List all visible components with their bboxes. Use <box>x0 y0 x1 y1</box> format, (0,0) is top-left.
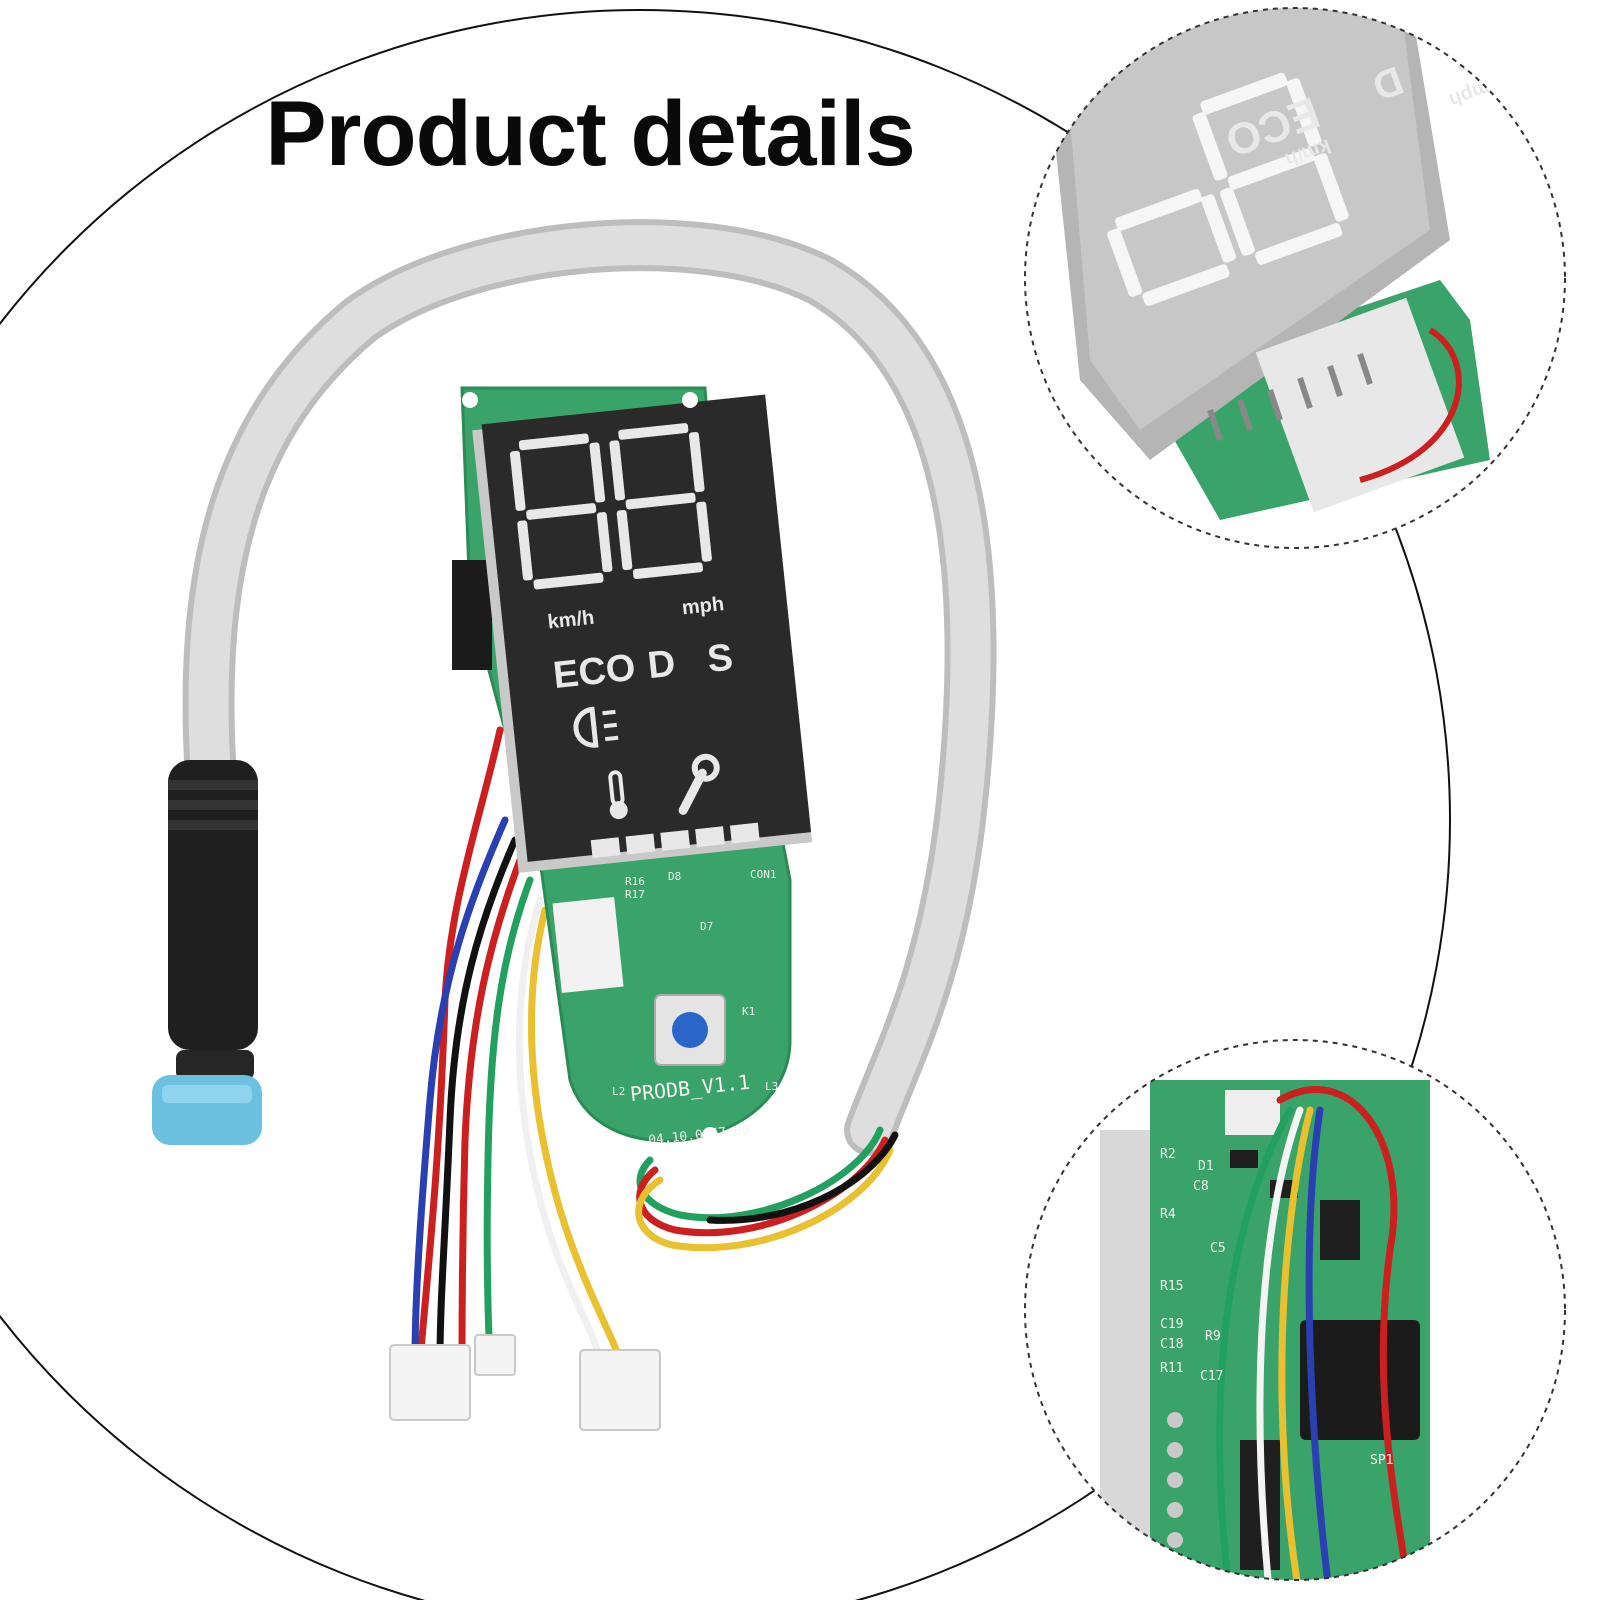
buzzer-sp1 <box>1300 1320 1420 1440</box>
zoom-silk-c19: C19 <box>1160 1317 1183 1332</box>
battery-bar <box>660 829 691 851</box>
zoom-circle-bottom <box>1024 1039 1566 1581</box>
dashboard-board: km/h mph ECO D S <box>152 219 997 1431</box>
battery-bar <box>590 837 621 859</box>
wrench-icon <box>678 753 720 815</box>
wire-bundle-left <box>411 726 624 1364</box>
mode-s-label: S <box>705 636 735 680</box>
main-circle <box>0 9 1451 1600</box>
silk-d7: D7 <box>700 920 713 933</box>
zoom-silk-r4: R4 <box>1160 1207 1176 1222</box>
silk-d8: D8 <box>668 870 681 883</box>
zoom-silk-sp1: SP1 <box>1370 1453 1393 1468</box>
wire-bundle-right <box>635 1126 899 1252</box>
lcd-module <box>472 394 813 873</box>
battery-bar <box>625 833 656 855</box>
zoom-silk-r9: R9 <box>1205 1329 1221 1344</box>
waterproof-connector <box>152 760 262 1145</box>
zoom-silk-r2: R2 <box>1160 1147 1176 1162</box>
zoom-silk-c17: C17 <box>1200 1369 1223 1384</box>
silk-k1: K1 <box>742 1005 755 1018</box>
battery-bar <box>695 826 725 848</box>
tactile-button <box>654 994 726 1066</box>
mode-d-label: D <box>646 643 678 688</box>
battery-bars <box>590 822 760 859</box>
speed-digits: km/h mph ECO D S <box>509 423 760 859</box>
mount-hole <box>462 392 478 408</box>
mode-eco-label: ECO <box>551 647 637 697</box>
zoom-silk-c8: C8 <box>1193 1179 1209 1194</box>
zoom-silk-c5: C5 <box>1210 1241 1226 1256</box>
mount-hole <box>682 392 698 408</box>
zoom-silk-r11: R11 <box>1160 1361 1183 1376</box>
zoom-lcd-detail: ECO D S km/h mph <box>1025 8 1565 548</box>
blue-button-cap <box>672 1012 708 1048</box>
zoom-silk-r15: R15 <box>1160 1279 1183 1294</box>
silk-r17: R17 <box>625 888 645 901</box>
mount-hole <box>702 1127 718 1143</box>
zoom-silk-c18: C18 <box>1160 1337 1183 1352</box>
silk-r16: R16 <box>625 875 645 888</box>
silk-l3: L3 <box>765 1080 778 1093</box>
unit-kmh-label: km/h <box>547 607 596 634</box>
zoom-circle-top <box>1024 7 1566 549</box>
zoom-pcb-detail: R2 C8 D1 R4 C5 R15 C19 C18 R9 R11 C17 SP… <box>1025 1040 1565 1580</box>
silk-l2: L2 <box>612 1085 625 1098</box>
jst-connectors <box>389 1334 661 1431</box>
side-component <box>452 560 492 670</box>
white-sticker <box>552 897 624 993</box>
battery-bar <box>729 822 760 844</box>
zoom-silk-d1: D1 <box>1198 1159 1214 1174</box>
thermometer-icon <box>608 770 628 820</box>
grey-cable <box>188 225 991 1150</box>
page-title: Product details <box>265 83 916 185</box>
headlight-icon <box>573 706 619 748</box>
silk-con1: CON1 <box>750 868 777 881</box>
unit-mph-label: mph <box>681 593 725 619</box>
